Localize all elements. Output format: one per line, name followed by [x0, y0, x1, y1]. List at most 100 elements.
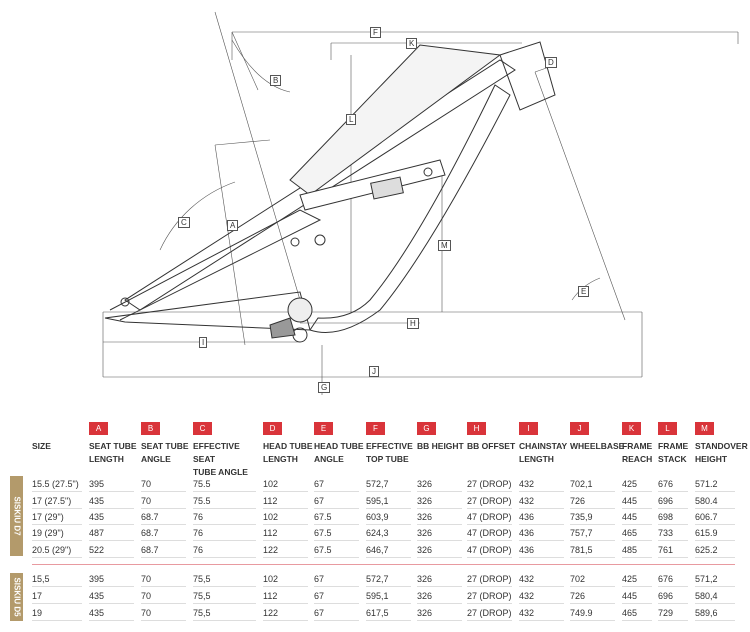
table-cell: 757,7 — [570, 526, 615, 541]
table-cell: 67 — [314, 477, 359, 492]
table-cell: 67.5 — [314, 543, 359, 558]
column-letter-badge: E — [314, 422, 333, 435]
table-cell: 606.7 — [695, 510, 735, 525]
group-name: SISKIU D5 — [12, 577, 21, 617]
table-cell: 75.5 — [193, 494, 256, 509]
table-cell: 67 — [314, 572, 359, 587]
table-cell: 435 — [89, 606, 134, 621]
column-header: STANDOVER HEIGHT — [695, 441, 748, 464]
column-letter-badge: F — [366, 422, 385, 435]
table-cell: 729 — [658, 606, 688, 621]
table-cell: 625.2 — [695, 543, 735, 558]
table-cell: 27 (DROP) — [467, 494, 512, 509]
group-tab-d5: SISKIU D5 — [10, 573, 23, 621]
table-cell: 122 — [263, 606, 308, 621]
table-cell: 102 — [263, 572, 308, 587]
table-cell: 27 (DROP) — [467, 589, 512, 604]
table-cell: 27 (DROP) — [467, 477, 512, 492]
table-cell: 67 — [314, 589, 359, 604]
table-cell: 435 — [89, 510, 134, 525]
group-separator — [32, 564, 735, 565]
table-cell: 676 — [658, 477, 688, 492]
table-cell: 487 — [89, 526, 134, 541]
table-cell: 435 — [89, 494, 134, 509]
table-cell: 761 — [658, 543, 688, 558]
table-cell: 70 — [141, 477, 186, 492]
column-letter-badge: D — [263, 422, 282, 435]
column-letter-badge: B — [141, 422, 160, 435]
table-cell: 432 — [519, 606, 564, 621]
table-cell: 395 — [89, 572, 134, 587]
table-cell: 47 (DROP) — [467, 543, 512, 558]
column-header: BB OFFSET — [467, 441, 516, 451]
table-cell: 67 — [314, 494, 359, 509]
column-header: BB HEIGHT — [417, 441, 464, 451]
table-cell: 75,5 — [193, 572, 256, 587]
dimension-label-k: K — [406, 38, 418, 49]
table-cell: 76 — [193, 510, 256, 525]
table-cell: 580.4 — [695, 494, 735, 509]
bike-frame — [104, 41, 556, 343]
table-cell: 75,5 — [193, 606, 256, 621]
table-cell: 27 (DROP) — [467, 606, 512, 621]
table-cell: 112 — [263, 526, 308, 541]
table-cell: 589,6 — [695, 606, 735, 621]
size-cell: 15,5 — [32, 572, 82, 587]
table-cell: 75,5 — [193, 589, 256, 604]
size-cell: 19 — [32, 606, 82, 621]
table-cell: 326 — [417, 543, 462, 558]
table-cell: 425 — [622, 477, 652, 492]
column-letter-badge: A — [89, 422, 108, 435]
table-cell: 102 — [263, 510, 308, 525]
table-cell: 436 — [519, 510, 564, 525]
table-cell: 624,3 — [366, 526, 411, 541]
table-cell: 326 — [417, 526, 462, 541]
size-cell: 19 (29") — [32, 526, 82, 541]
dimension-label-e: E — [578, 286, 590, 297]
size-cell: 17 (27.5") — [32, 494, 82, 509]
table-cell: 733 — [658, 526, 688, 541]
column-header: EFFECTIVE TOP TUBE — [366, 441, 413, 464]
column-letter-badge: M — [695, 422, 714, 435]
table-cell: 425 — [622, 572, 652, 587]
table-cell: 702,1 — [570, 477, 615, 492]
column-letter-badge: G — [417, 422, 436, 435]
table-cell: 67.5 — [314, 526, 359, 541]
group-tab-d7: SISKIU D7 — [10, 476, 23, 556]
column-header: WHEELBASE — [570, 441, 625, 451]
table-cell: 595,1 — [366, 589, 411, 604]
column-letter-badge: J — [570, 422, 589, 435]
table-cell: 445 — [622, 589, 652, 604]
table-cell: 726 — [570, 589, 615, 604]
table-cell: 76 — [193, 543, 256, 558]
table-cell: 572,7 — [366, 572, 411, 587]
table-cell: 435 — [89, 589, 134, 604]
table-cell: 595,1 — [366, 494, 411, 509]
table-cell: 67.5 — [314, 510, 359, 525]
table-cell: 696 — [658, 589, 688, 604]
table-cell: 436 — [519, 543, 564, 558]
table-cell: 67 — [314, 606, 359, 621]
dimension-label-c: C — [178, 217, 190, 228]
table-cell: 68.7 — [141, 526, 186, 541]
column-letter-badge: I — [519, 422, 538, 435]
table-cell: 445 — [622, 510, 652, 525]
size-header: SIZE — [32, 441, 51, 451]
table-cell: 326 — [417, 589, 462, 604]
dimension-label-l: L — [346, 114, 357, 125]
table-cell: 47 (DROP) — [467, 526, 512, 541]
table-cell: 702 — [570, 572, 615, 587]
size-cell: 17 — [32, 589, 82, 604]
table-cell: 102 — [263, 477, 308, 492]
table-cell: 726 — [570, 494, 615, 509]
column-header: CHAINSTAY LENGTH — [519, 441, 568, 464]
table-cell: 749.9 — [570, 606, 615, 621]
table-cell: 436 — [519, 526, 564, 541]
table-cell: 326 — [417, 510, 462, 525]
table-cell: 465 — [622, 526, 652, 541]
dimension-label-a: A — [227, 220, 239, 231]
table-cell: 112 — [263, 589, 308, 604]
table-cell: 615.9 — [695, 526, 735, 541]
table-cell: 75.5 — [193, 477, 256, 492]
table-cell: 122 — [263, 543, 308, 558]
